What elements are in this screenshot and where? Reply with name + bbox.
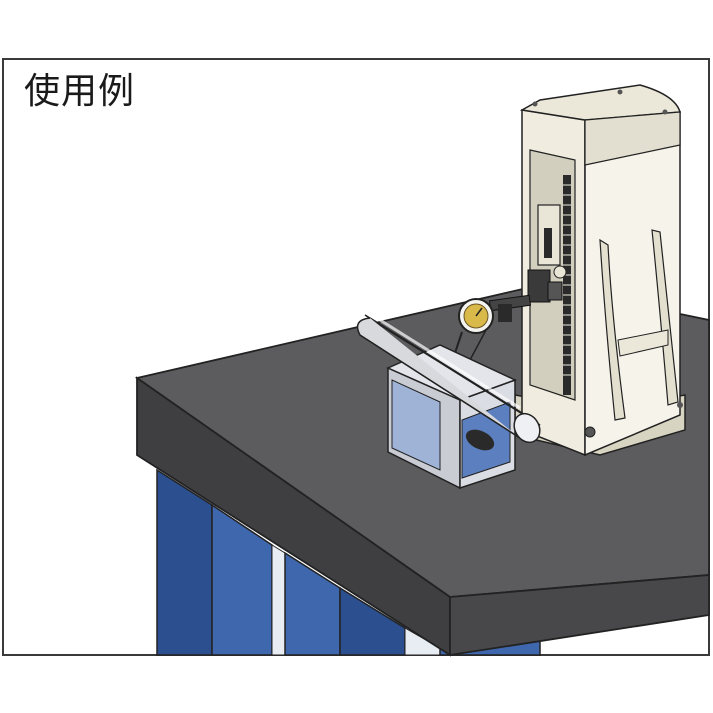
indicator-arm — [488, 265, 567, 322]
height-stand — [514, 84, 686, 457]
dial-indicator — [449, 298, 494, 369]
caption-title: 使用例 — [24, 71, 136, 112]
workbench-cabinet — [156, 468, 541, 656]
cylinder-rod — [356, 314, 541, 444]
